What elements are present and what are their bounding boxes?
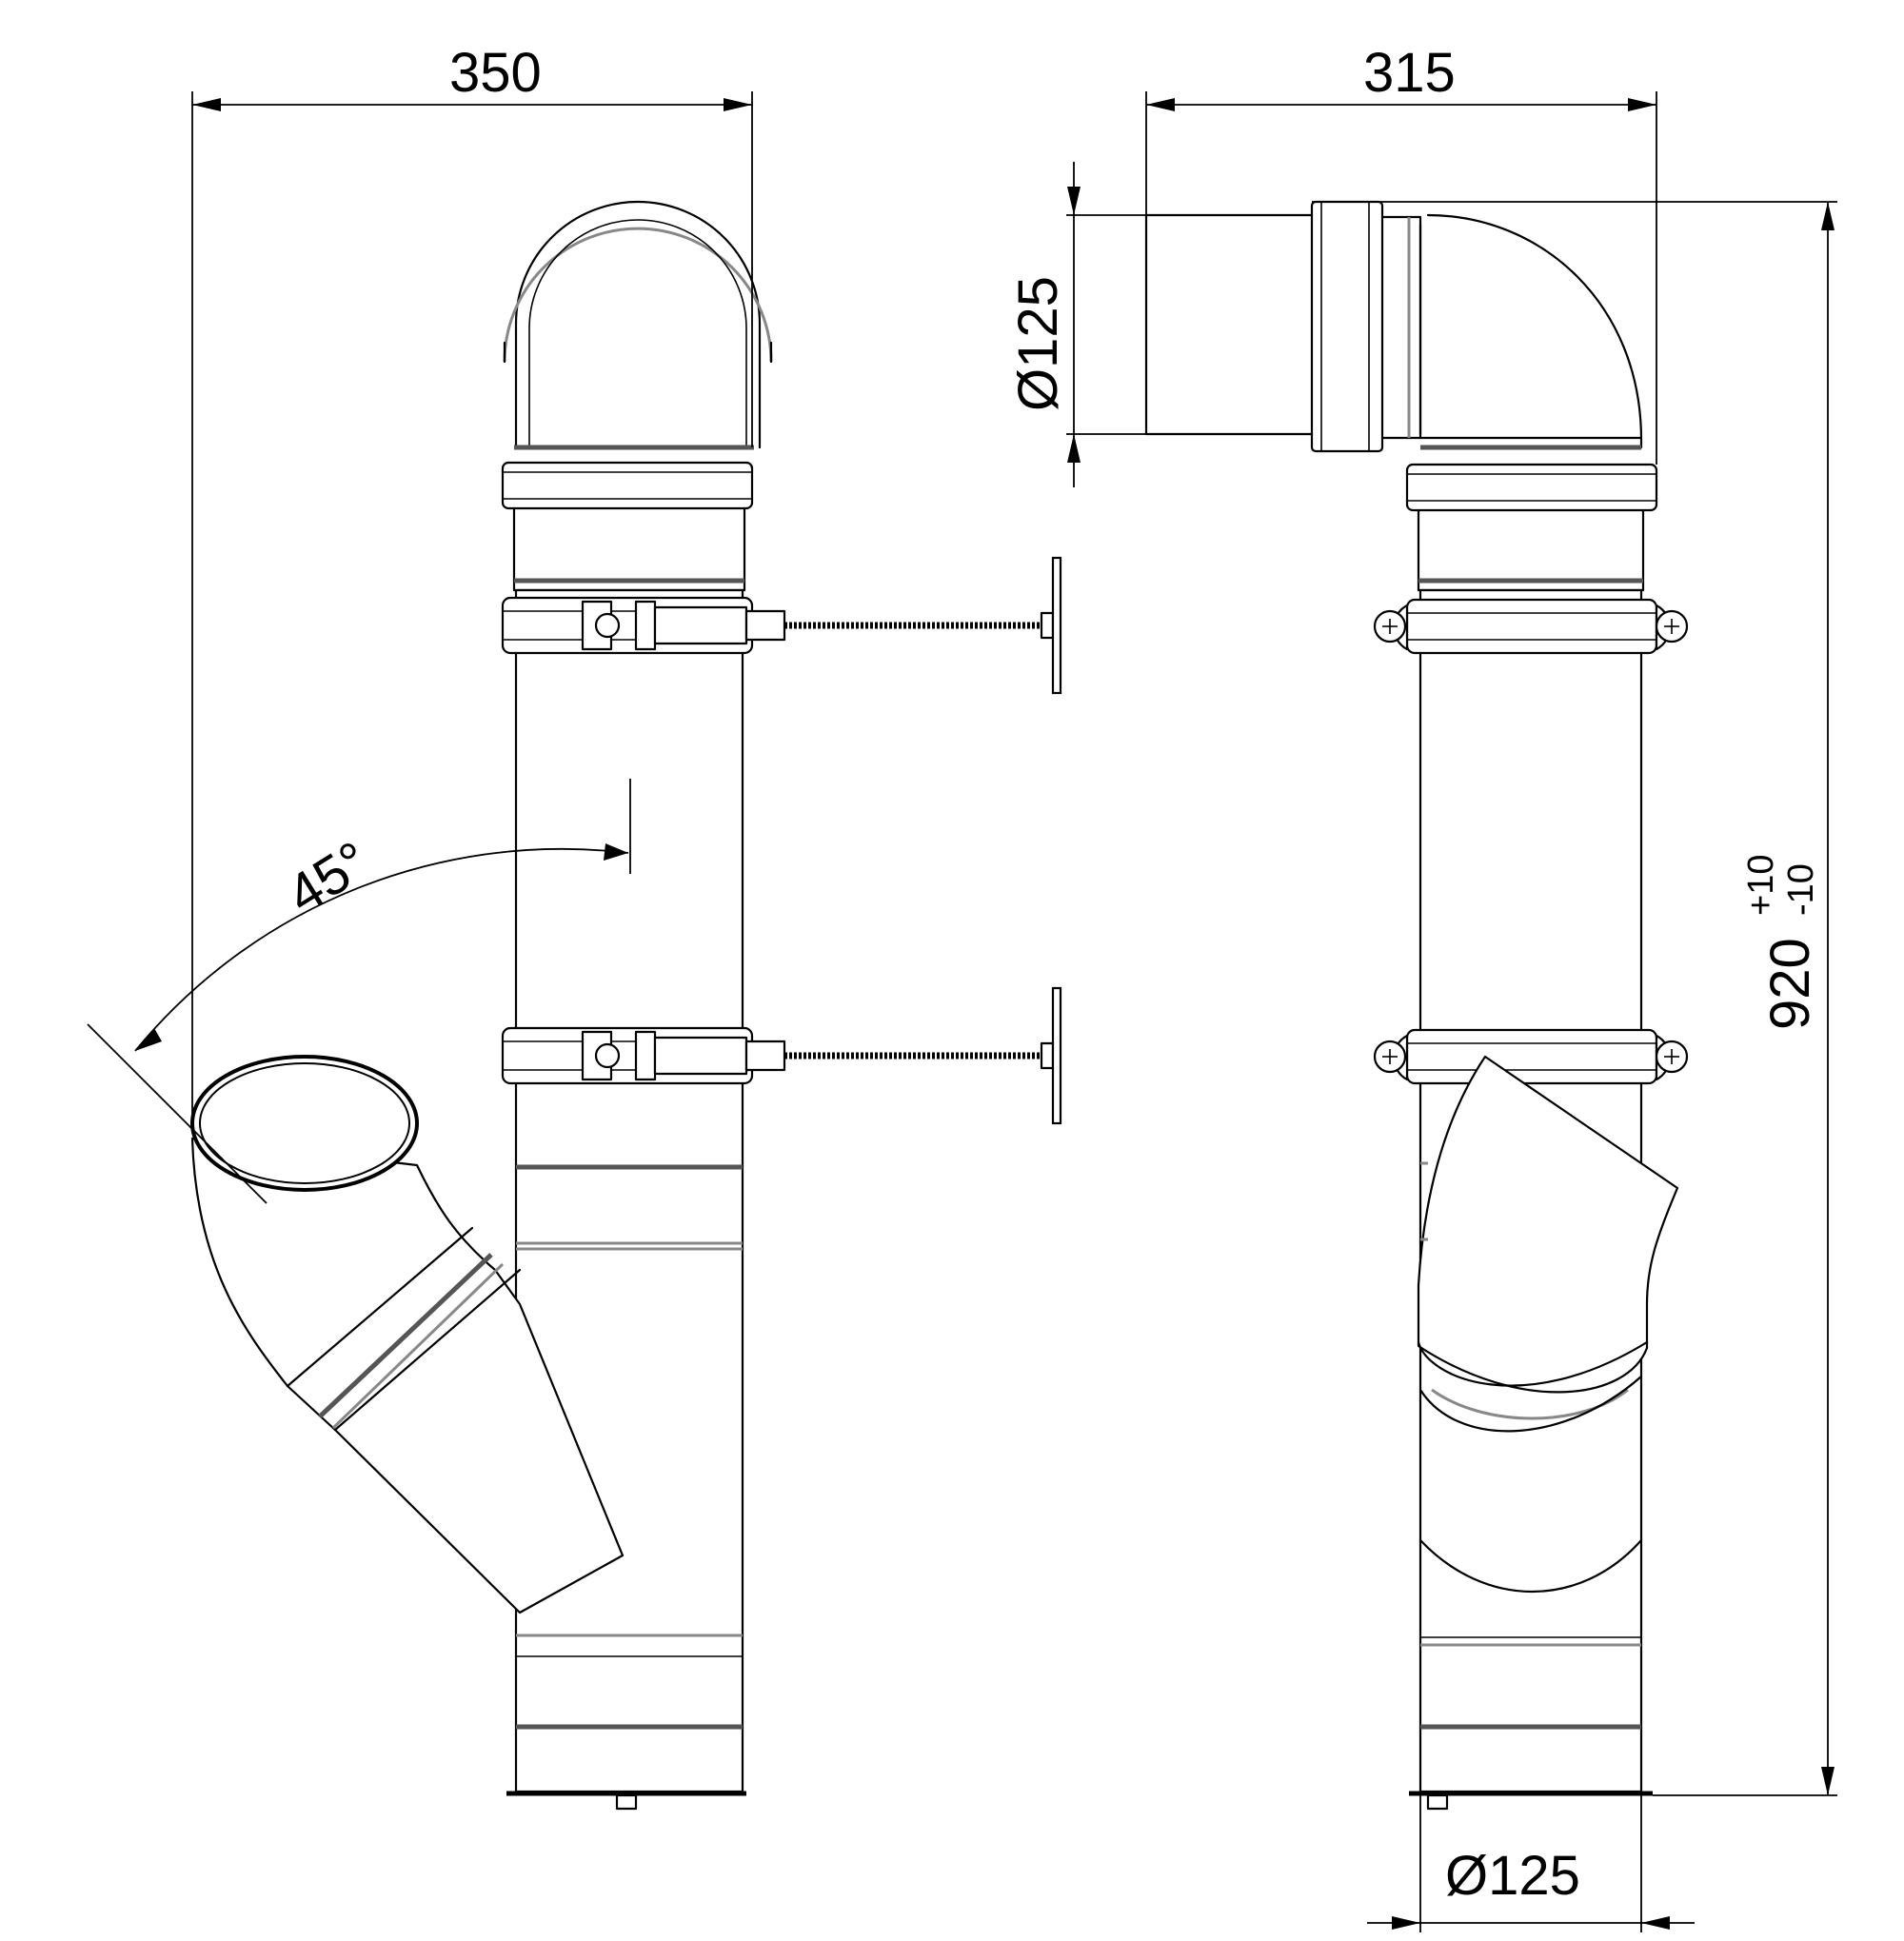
top-collar-side (1405, 463, 1658, 512)
diameter-side-label: Ø125 (1007, 276, 1069, 411)
side-view: Ø125 315 920 +10 -10 Ø125 (1007, 42, 1837, 1932)
elbow-collar-side (1310, 200, 1384, 453)
angle-label: 45° (276, 829, 380, 926)
top-elbow-front (514, 200, 762, 449)
top-collar-front (501, 461, 754, 510)
angled-branch (190, 1055, 625, 1614)
front-view: 45° 350 (87, 42, 1062, 1811)
upper-wall-plate (1051, 556, 1062, 695)
height-tol-plus: +10 (1741, 855, 1781, 916)
angle-arc (134, 847, 629, 1052)
main-pipe-front (514, 588, 744, 1793)
lower-clamp-front (501, 1026, 786, 1085)
width-right-label: 315 (1363, 42, 1456, 104)
branch-opening (190, 1055, 419, 1192)
upper-clamp-side (1373, 598, 1689, 655)
top-elbow-side (1426, 213, 1643, 449)
branch-side (1417, 1055, 1679, 1594)
lower-clamp-side (1373, 1028, 1689, 1085)
diameter-bottom-label: Ø125 (1445, 1845, 1580, 1907)
height-label: 920 (1759, 938, 1821, 1030)
width-left-label: 350 (449, 42, 542, 104)
height-tol-minus: -10 (1781, 863, 1821, 916)
lower-wall-plate (1051, 986, 1062, 1125)
upper-clamp-front (501, 596, 786, 655)
